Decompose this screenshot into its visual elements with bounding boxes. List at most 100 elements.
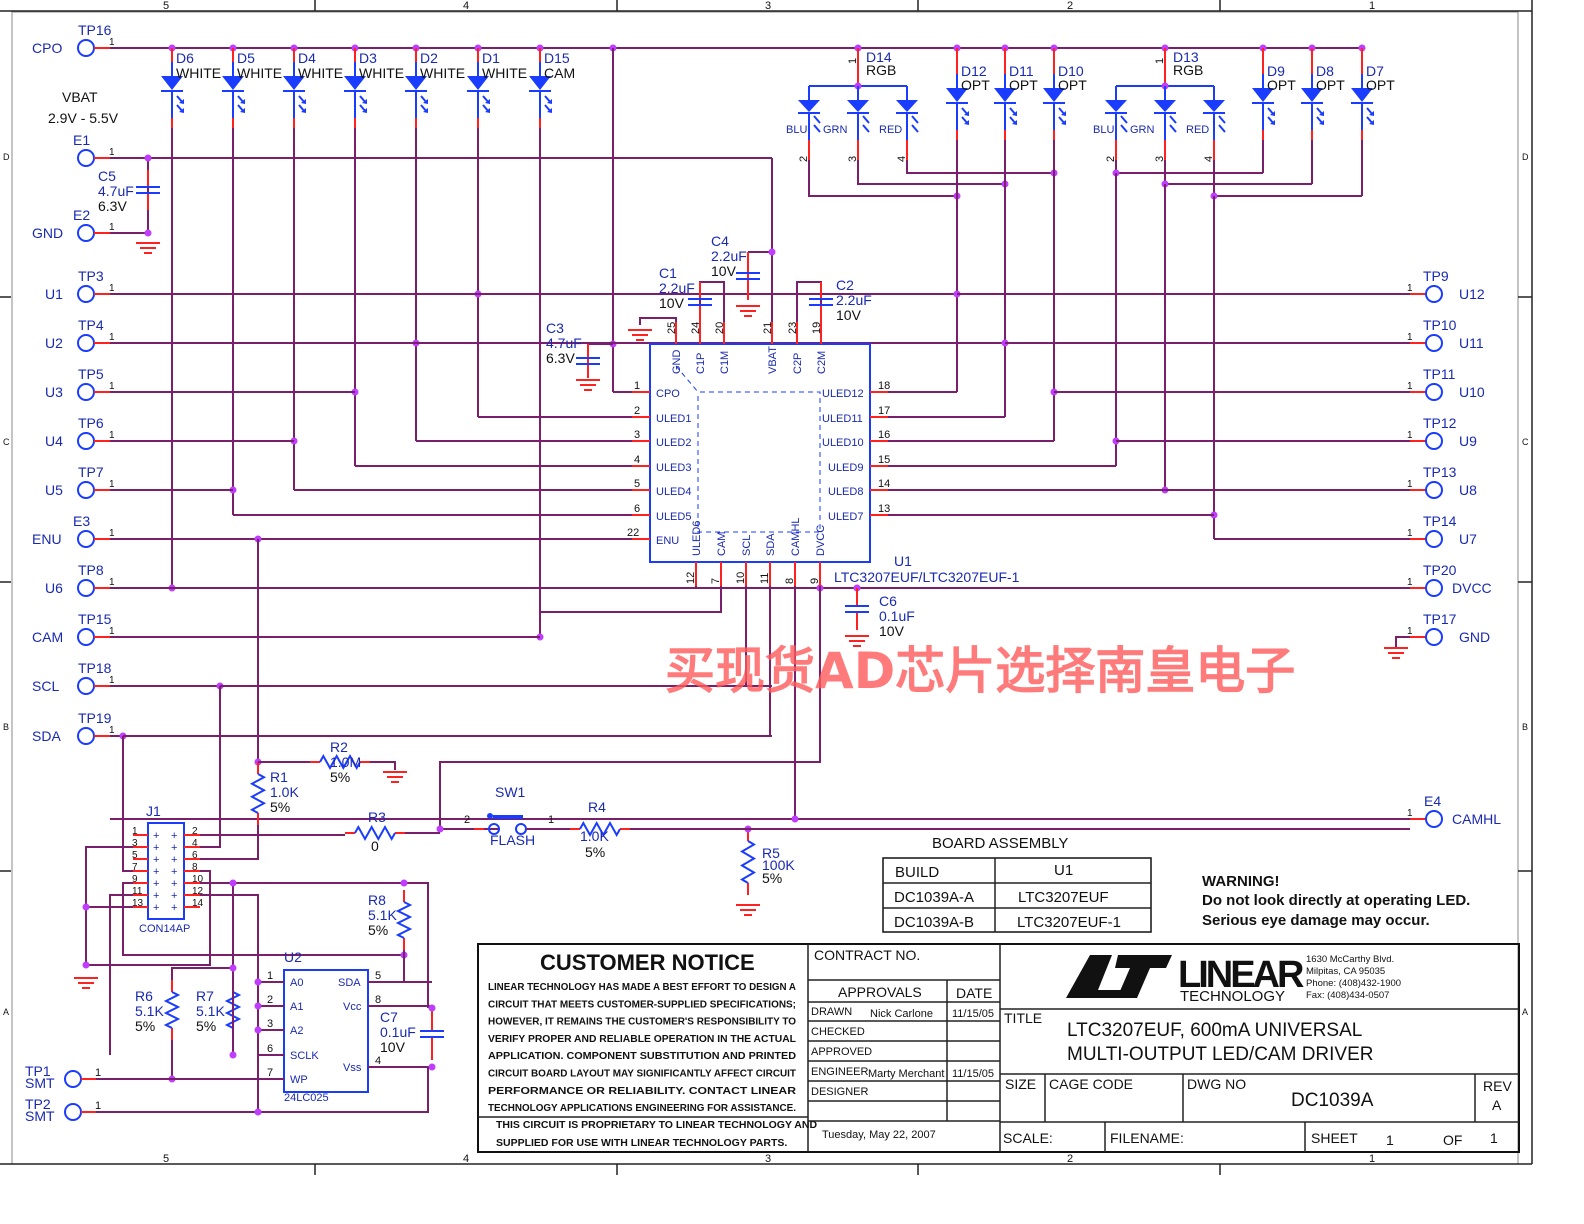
test-point-e1[interactable]: 1E1 bbox=[73, 132, 115, 167]
pin-name: DVCC bbox=[815, 525, 827, 556]
resistor-r2: R21.0M5% bbox=[258, 739, 407, 785]
print-date: Tuesday, May 22, 2007 bbox=[822, 1129, 936, 1141]
test-point-circle[interactable] bbox=[1425, 334, 1443, 352]
led-ref: D3 bbox=[359, 50, 377, 66]
test-point-circle[interactable] bbox=[1425, 432, 1443, 450]
test-point-circle[interactable] bbox=[77, 727, 95, 745]
test-point-circle[interactable] bbox=[77, 224, 95, 242]
address-line: Phone: (408)432-1900 bbox=[1306, 978, 1401, 989]
pin-number: 20 bbox=[714, 322, 726, 334]
zone-label: 4 bbox=[463, 0, 469, 12]
test-point-circle[interactable] bbox=[64, 1103, 82, 1121]
led-type: RGB bbox=[1173, 62, 1203, 78]
dwg-number: DC1039A bbox=[1291, 1090, 1374, 1111]
test-point-circle[interactable] bbox=[77, 481, 95, 499]
led-icon bbox=[529, 48, 552, 128]
title-label: TITLE bbox=[1004, 1010, 1042, 1026]
test-point-circle[interactable] bbox=[77, 383, 95, 401]
test-point-circle[interactable] bbox=[1425, 628, 1443, 646]
test-point-ref: TP9 bbox=[1423, 268, 1449, 284]
test-point-circle[interactable] bbox=[77, 579, 95, 597]
led-type: WHITE bbox=[298, 65, 343, 81]
test-point-ref: TP12 bbox=[1423, 415, 1457, 431]
test-point-circle[interactable] bbox=[64, 1070, 82, 1088]
pin-number: 4 bbox=[634, 454, 640, 466]
test-point-circle[interactable] bbox=[77, 334, 95, 352]
test-point-circle[interactable] bbox=[77, 530, 95, 548]
pin-number: 1 bbox=[109, 37, 115, 48]
pin-number: 1 bbox=[1154, 58, 1166, 64]
test-point-circle[interactable] bbox=[1425, 285, 1443, 303]
test-point-circle[interactable] bbox=[77, 149, 95, 167]
net-label: U3 bbox=[45, 384, 63, 400]
pin-name: C1P bbox=[695, 353, 707, 374]
u1-ref: U1 bbox=[894, 553, 912, 569]
test-point-circle[interactable] bbox=[1425, 530, 1443, 548]
pin-number: 1 bbox=[847, 58, 859, 64]
junction-dot bbox=[254, 1002, 262, 1010]
test-point-ref: TP1 bbox=[25, 1063, 51, 1079]
sheet-total: 1 bbox=[1490, 1130, 1498, 1146]
test-point-circle[interactable] bbox=[1425, 383, 1443, 401]
pin-number: 25 bbox=[666, 322, 678, 334]
test-point-circle[interactable] bbox=[77, 39, 95, 57]
test-point-circle[interactable] bbox=[1425, 810, 1443, 828]
pin-name: Vcc bbox=[343, 1001, 362, 1013]
led-ref: D8 bbox=[1316, 63, 1334, 79]
resistors: R11.0K5%R21.0M5%1.0MR30R41.0K5%R5100K5%R… bbox=[135, 739, 795, 1040]
test-point-ref: TP20 bbox=[1423, 562, 1457, 578]
table-cell: LTC3207EUF-1 bbox=[1017, 914, 1121, 931]
capacitor-icon bbox=[576, 344, 600, 378]
pin-number: 13 bbox=[132, 898, 144, 909]
led-ref: D9 bbox=[1267, 63, 1285, 79]
pin-number: 1 bbox=[548, 814, 554, 826]
led-type: OPT bbox=[1366, 77, 1395, 93]
pin-name: SDA bbox=[338, 977, 361, 989]
pin-name: ULED1 bbox=[656, 413, 691, 425]
junction-dot bbox=[144, 154, 152, 162]
test-point-circle[interactable] bbox=[1425, 481, 1443, 499]
customer-notice-line: LINEAR TECHNOLOGY HAS MADE A BEST EFFORT… bbox=[488, 981, 796, 993]
test-point-circle[interactable] bbox=[77, 677, 95, 695]
pin-name: VBAT bbox=[767, 346, 779, 374]
test-point-circle[interactable] bbox=[77, 628, 95, 646]
test-point-circle[interactable] bbox=[1425, 579, 1443, 597]
led-type: OPT bbox=[1058, 77, 1087, 93]
pin-number: 1 bbox=[109, 283, 115, 294]
cap-value: 0.1uF bbox=[879, 608, 915, 624]
test-point-circle[interactable] bbox=[77, 432, 95, 450]
capacitor-icon bbox=[845, 588, 869, 630]
net-label: U2 bbox=[45, 335, 63, 351]
proprietary-line: THIS CIRCUIT IS PROPRIETARY TO LINEAR TE… bbox=[496, 1119, 817, 1131]
test-point-circle[interactable] bbox=[77, 285, 95, 303]
junction-dot bbox=[229, 879, 237, 887]
junction-dot bbox=[428, 1004, 436, 1012]
